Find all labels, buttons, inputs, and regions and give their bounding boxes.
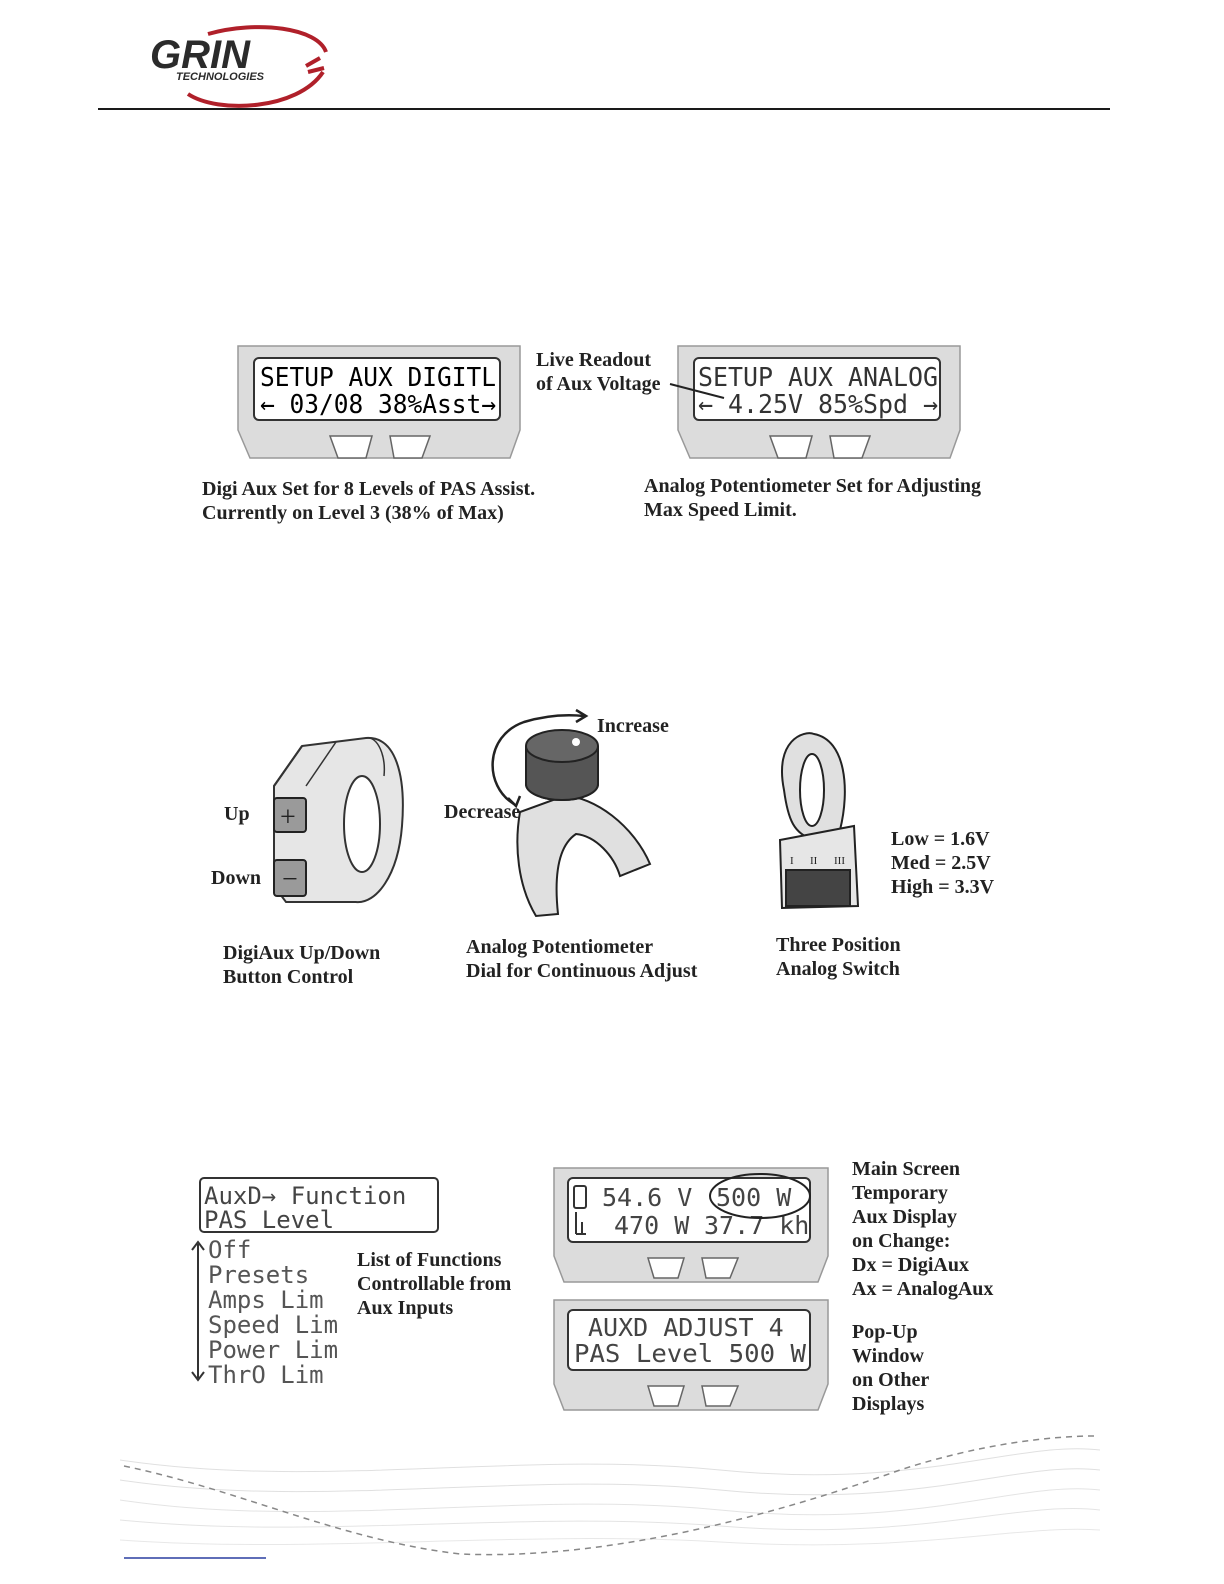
logo-text: GRIN (150, 33, 251, 77)
function-item-off: Off (208, 1238, 251, 1264)
footer-wave-decoration (120, 1435, 1100, 1559)
lcd-popup-device: AUXD ADJUST 4 PAS Level 500 W (553, 1299, 829, 1411)
aux-highlight-circle (709, 1173, 811, 1219)
menu-box-line1: AuxD→ Function (204, 1182, 406, 1210)
increase-label: Increase (597, 715, 669, 737)
potentiometer-illustration (491, 708, 652, 918)
lcd-digital-line1: SETUP AUX DIGITL (260, 363, 496, 393)
menu-box-line2: PAS Level (204, 1206, 334, 1234)
lcd-analog-line1: SETUP AUX ANALOG (698, 363, 938, 393)
plug-icon (305, 56, 325, 74)
logo-subtext: TECHNOLOGIES (176, 71, 265, 83)
main-screen-caption: Main Screen Temporary Aux Display on Cha… (852, 1158, 994, 1300)
caption-potentiometer: Analog Potentiometer Dial for Continuous… (466, 936, 698, 982)
header-rule (98, 108, 1110, 110)
switch-levels: Low = 1.6V Med = 2.5V High = 3.3V (891, 828, 995, 898)
function-item-speed-lim: Speed Lim (208, 1311, 338, 1339)
lcd-digital-device: SETUP AUX DIGITL ← 03/08 38%Asst→ (237, 345, 521, 459)
lcd-analog-line2: ← 4.25V 85%Spd → (698, 390, 938, 420)
lcd-main-aux-readout: 500 W (716, 1183, 792, 1212)
plus-icon: + (280, 802, 296, 833)
lcd-main-voltage: 54.6 V (602, 1183, 692, 1212)
lcd-popup-line2: PAS Level 500 W (574, 1339, 807, 1368)
function-item-thro-lim: ThrO Lim (208, 1361, 324, 1389)
three-position-switch-illustration: I II III (778, 732, 860, 910)
down-label: Down (211, 867, 262, 889)
lcd-digital-line2: ← 03/08 38%Asst→ (260, 390, 496, 420)
lcd-main-speed: 37.7 kh (704, 1211, 809, 1240)
lcd-main-power: 470 W (614, 1211, 690, 1240)
power-gauge-icon (575, 1212, 586, 1235)
switch-mark-2: II (810, 855, 818, 867)
function-item-amps-lim: Amps Lim (208, 1286, 324, 1314)
grin-logo: GRIN TECHNOLOGIES (150, 25, 328, 108)
caption-digiaux-buttons: DigiAux Up/Down Button Control (223, 942, 381, 988)
list-caption: List of Functions Controllable from Aux … (357, 1249, 512, 1319)
rotation-arrow-icon (491, 714, 585, 806)
caption-analog: Analog Potentiometer Set for Adjusting M… (644, 475, 982, 521)
battery-icon (573, 1185, 587, 1209)
switch-mark-3: III (834, 855, 845, 867)
up-label: Up (224, 803, 250, 825)
function-item-presets: Presets (208, 1261, 309, 1289)
minus-icon: − (282, 864, 298, 895)
live-readout-label: Live Readout of Aux Voltage (536, 349, 661, 395)
function-list: Off Presets Amps Lim Speed Lim Power Lim… (191, 1238, 338, 1389)
digiaux-button-illustration: + − (273, 736, 404, 904)
aux-function-menu-box: AuxD→ Function PAS Level (199, 1177, 439, 1234)
function-item-power-lim: Power Lim (208, 1336, 338, 1364)
lcd-main-screen-device: 54.6 V 500 W 470 W 37.7 kh (553, 1167, 829, 1283)
lcd-analog-device: SETUP AUX ANALOG ← 4.25V 85%Spd → (677, 345, 961, 459)
caption-digital: Digi Aux Set for 8 Levels of PAS Assist.… (202, 478, 536, 524)
popup-caption: Pop-Up Window on Other Displays (852, 1321, 930, 1415)
live-readout-pointer (669, 383, 725, 399)
caption-switch: Three Position Analog Switch (776, 934, 901, 980)
lcd-popup-line1: AUXD ADJUST 4 (588, 1313, 784, 1342)
decrease-label: Decrease (444, 801, 521, 823)
switch-mark-1: I (790, 855, 794, 867)
